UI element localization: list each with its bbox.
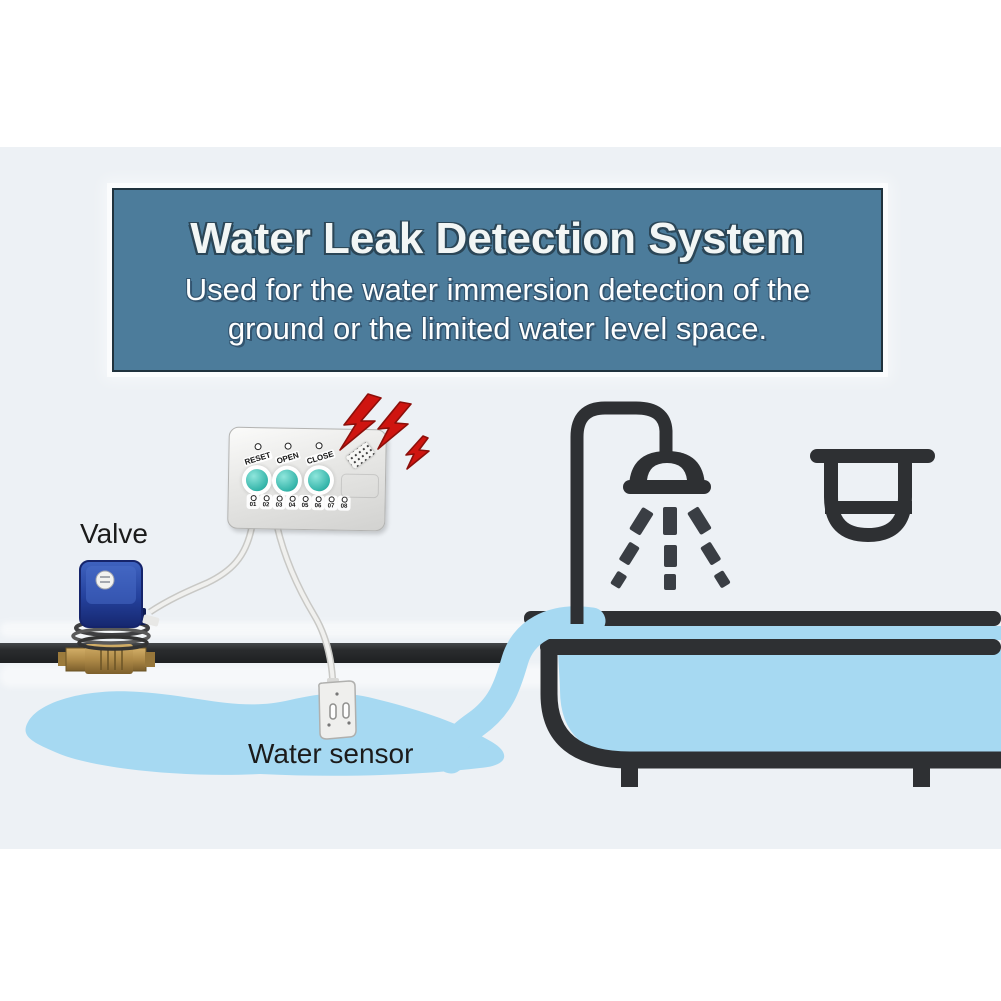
banner-subtitle-line1: Used for the water immersion detection o…	[184, 272, 811, 307]
reset-button	[245, 468, 269, 492]
speaker-grille	[340, 473, 380, 499]
channel-led-01: 01	[246, 493, 260, 510]
reset-button-label: RESET	[242, 450, 273, 468]
valve-label: Valve	[80, 518, 148, 549]
channel-led-03: 03	[272, 494, 286, 510]
channel-led-06: 06	[311, 495, 325, 511]
close-indicator-led	[315, 442, 323, 450]
open-button	[275, 469, 299, 492]
reset-indicator-led	[254, 443, 262, 451]
channel-led-02: 02	[259, 494, 273, 510]
channel-led-08: 08	[337, 495, 351, 511]
control-panel: RESET OPEN CLOSE 01 02 03 04 05 06 07 08	[227, 426, 387, 532]
channel-led-07: 07	[324, 495, 338, 511]
channel-led-05: 05	[298, 494, 312, 511]
water-sensor-label: Water sensor	[248, 738, 414, 769]
channel-led-04: 04	[285, 494, 299, 510]
panel-sticker	[345, 441, 376, 470]
banner-subtitle-line2: ground or the limited water level space.	[227, 311, 768, 346]
close-button	[307, 469, 331, 492]
open-indicator-led	[284, 442, 292, 450]
page-title: Water Leak Detection System	[190, 214, 805, 263]
open-button-label: OPEN	[274, 450, 301, 467]
close-button-label: CLOSE	[304, 449, 336, 467]
title-banner: Water Leak Detection System Used for the…	[112, 188, 883, 372]
